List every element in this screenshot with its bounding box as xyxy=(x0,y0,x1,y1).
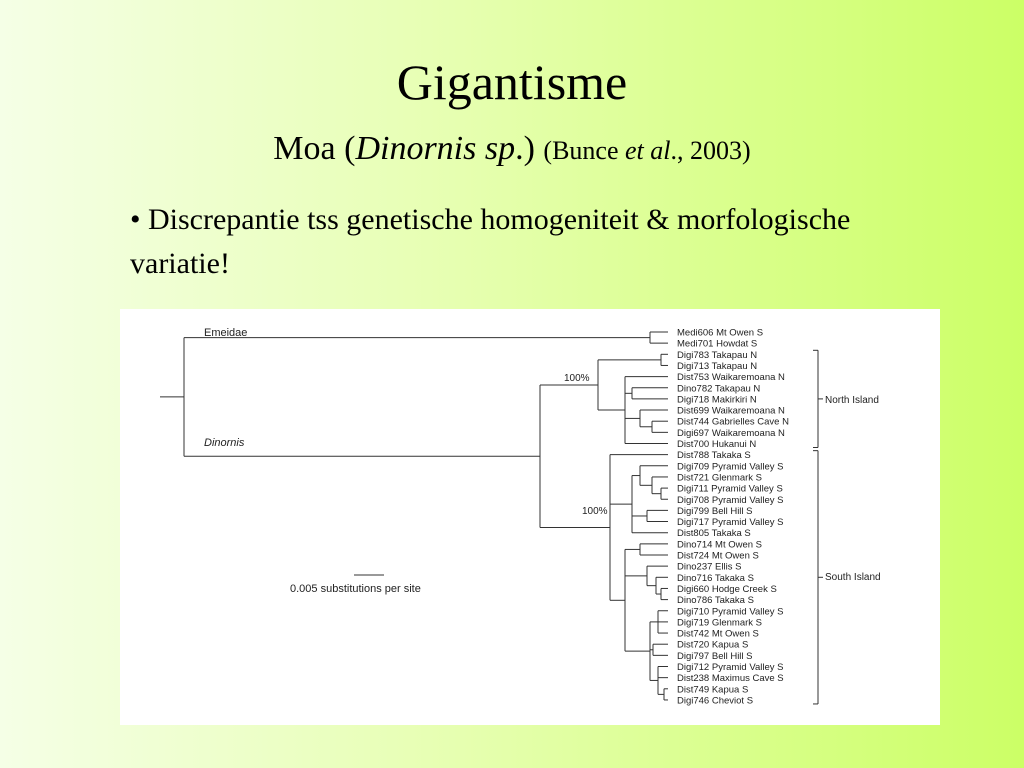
citation-etal: et al xyxy=(625,136,671,165)
tip-label: Digi797 Bell Hill S xyxy=(677,651,753,662)
slide-subtitle: Moa (Dinornis sp.) (Bunce et al., 2003) xyxy=(0,128,1024,172)
tip-label: Dino786 Takaka S xyxy=(677,595,754,606)
tip-label: Dist805 Takaka S xyxy=(677,528,751,539)
tip-label: Dino782 Takapau N xyxy=(677,383,760,394)
tip-label: Digi697 Waikaremoana N xyxy=(677,428,785,439)
tip-label: Dist753 Waikaremoana N xyxy=(677,372,785,383)
tip-label: Digi711 Pyramid Valley S xyxy=(677,484,783,495)
north-island-label: North Island xyxy=(825,395,879,406)
tip-label: Digi799 Bell Hill S xyxy=(677,506,753,517)
tip-label: Dist744 Gabrielles Cave N xyxy=(677,417,789,428)
citation-year: ., 2003) xyxy=(670,136,751,165)
tip-label: Digi717 Pyramid Valley S xyxy=(677,517,783,528)
tip-label: Dist788 Takaka S xyxy=(677,450,751,461)
tip-label: Dino714 Mt Owen S xyxy=(677,539,762,550)
scale-bar-label: 0.005 substitutions per site xyxy=(290,583,421,595)
subtitle-genus: Dinornis sp xyxy=(355,130,516,167)
tip-label: Digi712 Pyramid Valley S xyxy=(677,662,783,673)
support-label-south: 100% xyxy=(582,506,608,517)
tip-label: Dist749 Kapua S xyxy=(677,684,748,695)
tip-label: Dino237 Ellis S xyxy=(677,562,741,573)
tip-label: Medi606 Mt Owen S xyxy=(677,328,763,339)
tip-label: Dist721 Glenmark S xyxy=(677,472,762,483)
bullet-point: • Discrepantie tss genetische homogenite… xyxy=(130,203,851,280)
subtitle-suffix: .) xyxy=(515,130,535,167)
tip-label: Dist700 Hukanui N xyxy=(677,439,756,450)
tip-label: Digi783 Takapau N xyxy=(677,350,757,361)
outgroup-label: Emeidae xyxy=(204,327,247,339)
tip-label: Dino716 Takaka S xyxy=(677,573,754,584)
tip-label: Digi709 Pyramid Valley S xyxy=(677,461,783,472)
clade-brackets xyxy=(813,349,823,705)
tree-branches xyxy=(160,331,668,701)
tip-label: Dist742 Mt Owen S xyxy=(677,629,759,640)
south-island-label: South Island xyxy=(825,572,881,583)
tip-label: Dist238 Maximus Cave S xyxy=(677,673,784,684)
tip-label: Dist699 Waikaremoana N xyxy=(677,406,785,417)
tip-label: Digi708 Pyramid Valley S xyxy=(677,495,783,506)
tip-label: Dist720 Kapua S xyxy=(677,640,748,651)
tip-label: Medi701 Howdat S xyxy=(677,339,757,350)
support-label-north: 100% xyxy=(564,373,590,384)
tip-label: Digi660 Hodge Creek S xyxy=(677,584,777,595)
tip-label: Digi718 Makirkiri N xyxy=(677,394,757,405)
tip-label: Digi719 Glenmark S xyxy=(677,617,762,628)
tip-label: Dist724 Mt Owen S xyxy=(677,551,759,562)
citation-authors: (Bunce xyxy=(543,136,626,165)
subtitle-prefix: Moa ( xyxy=(273,130,356,167)
tip-label: Digi713 Takapau N xyxy=(677,361,757,372)
ingroup-label: Dinornis xyxy=(204,437,245,449)
tip-label: Digi710 Pyramid Valley S xyxy=(677,606,783,617)
tip-label: Digi746 Cheviot S xyxy=(677,695,753,706)
slide-title: Gigantisme xyxy=(396,54,628,110)
subtitle-citation: (Bunce et al., 2003) xyxy=(543,136,750,165)
